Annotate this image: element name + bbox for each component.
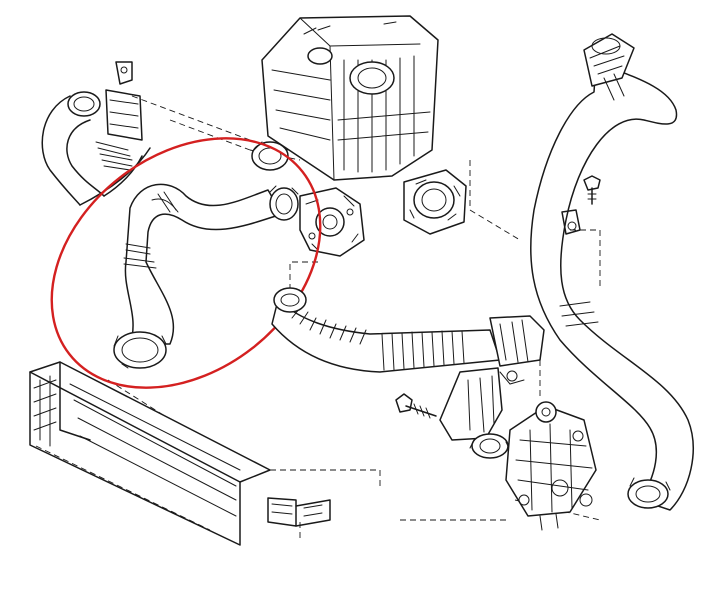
highlighted-hose [113,183,299,369]
hose-adapter-flange [403,169,467,235]
small-bolt [583,175,601,205]
throttle-body [299,187,365,257]
upper-left-hose [41,61,151,206]
turbocharger-assembly [505,401,597,531]
lower-flange-elbow [439,367,511,459]
corrugated-air-hose [271,287,545,385]
intake-manifold [251,15,439,181]
intercooler-radiator [29,361,331,546]
long-right-hose [530,33,694,511]
highlight-ellipse [50,137,322,389]
bolt [395,393,437,419]
